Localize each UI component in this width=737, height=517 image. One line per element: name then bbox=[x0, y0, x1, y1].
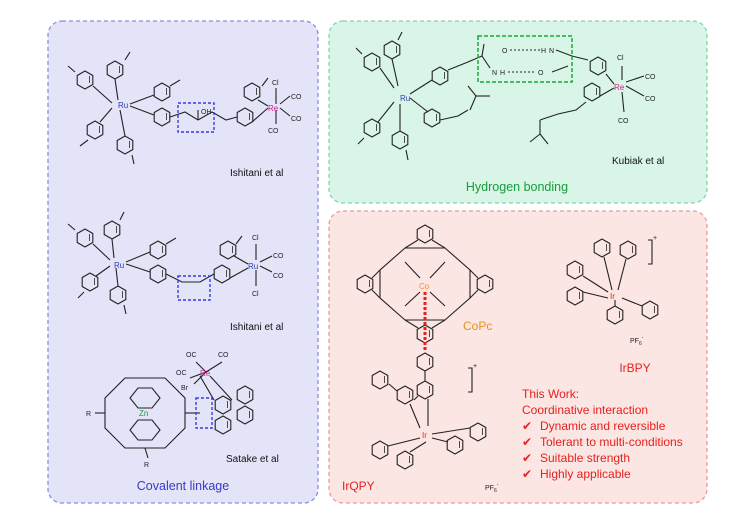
author-label-1: Ishitani et al bbox=[230, 168, 283, 179]
advantage-text: Suitable strength bbox=[540, 451, 630, 465]
ligand-co-1b: CO bbox=[291, 116, 302, 123]
check-icon: ✔ bbox=[522, 467, 532, 481]
metal-ru-2b: Ru bbox=[248, 262, 258, 271]
ligand-co-hb-a: CO bbox=[645, 74, 656, 81]
ligand-co-hb-c: CO bbox=[618, 118, 629, 125]
hbond-panel: Ru Re O H N N H O Cl CO CO CO Kubiak et … bbox=[328, 20, 708, 204]
ligand-co-2b: CO bbox=[273, 273, 284, 280]
zn-porphyrin-re-complex: Zn Re OC CO OC Br R R Satake et al bbox=[86, 352, 279, 469]
counterion-irqpy: PF6- bbox=[485, 482, 499, 494]
ligand-cl-hb: Cl bbox=[617, 55, 624, 62]
metal-ru-1: Ru bbox=[118, 101, 128, 110]
irqpy-label: IrQPY bbox=[342, 479, 375, 493]
advantage-text: Highly applicable bbox=[540, 467, 631, 481]
counterion-irbpy: PF6- bbox=[630, 335, 644, 347]
check-icon: ✔ bbox=[522, 435, 532, 449]
charge-irbpy: + bbox=[653, 235, 657, 242]
advantage-item: ✔ Dynamic and reversible bbox=[522, 419, 666, 433]
author-label-hb: Kubiak et al bbox=[612, 156, 664, 167]
metal-re-3: Re bbox=[200, 369, 211, 378]
this-work-subheading: Coordinative interaction bbox=[522, 403, 648, 417]
substituent-r-1: R bbox=[86, 411, 91, 418]
covalent-panel-title: Covalent linkage bbox=[137, 479, 229, 493]
advantage-item: ✔ Highly applicable bbox=[522, 467, 631, 481]
metal-ir-qpy: Ir bbox=[422, 431, 427, 440]
bridge-n-2: N bbox=[492, 70, 497, 77]
copc-molecule: Co CoPc bbox=[356, 224, 494, 344]
ligand-co-1a: CO bbox=[291, 94, 302, 101]
metal-re-hb: Re bbox=[614, 83, 625, 92]
ru-re-hbond-complex: Ru Re O H N N H O Cl CO CO CO Kubiak et … bbox=[355, 31, 664, 167]
this-work-summary: This Work: Coordinative interaction ✔ Dy… bbox=[522, 387, 683, 481]
check-icon: ✔ bbox=[522, 451, 532, 465]
advantage-text: Tolerant to multi-conditions bbox=[540, 435, 683, 449]
covalent-panel: Ru Re OH Cl CO CO CO Ishitani et al bbox=[47, 20, 319, 504]
irbpy-complex: Ir + PF6- IrBPY bbox=[566, 235, 659, 375]
this-work-heading: This Work: bbox=[522, 387, 579, 401]
bridge-o-1: O bbox=[502, 48, 508, 55]
author-label-3: Satake et al bbox=[226, 454, 279, 465]
substituent-r-2: R bbox=[144, 462, 149, 469]
ligand-co-1c: CO bbox=[268, 128, 279, 135]
bridge-h-1: H bbox=[541, 48, 546, 55]
ligand-cl-2b: Cl bbox=[252, 291, 259, 298]
linker-oh: OH bbox=[201, 109, 212, 116]
metal-ru-2a: Ru bbox=[114, 261, 124, 270]
metal-ru-hb: Ru bbox=[400, 94, 410, 103]
metal-ir-bpy: Ir bbox=[610, 292, 615, 301]
hbond-panel-title: Hydrogen bonding bbox=[466, 180, 568, 194]
metal-zn: Zn bbox=[139, 409, 148, 418]
coordinative-panel: Co CoPc Ir + PF6- bbox=[328, 210, 708, 504]
ligand-cl-2a: Cl bbox=[252, 235, 259, 242]
irbpy-label: IrBPY bbox=[619, 361, 650, 375]
bridge-o-2: O bbox=[538, 70, 544, 77]
check-icon: ✔ bbox=[522, 419, 532, 433]
metal-re-1: Re bbox=[268, 104, 279, 113]
metal-co: Co bbox=[419, 282, 430, 291]
ligand-br: Br bbox=[181, 385, 189, 392]
ligand-co-hb-b: CO bbox=[645, 96, 656, 103]
ligand-co-2a: CO bbox=[273, 253, 284, 260]
author-label-2: Ishitani et al bbox=[230, 322, 283, 333]
charge-irqpy: + bbox=[473, 363, 477, 370]
irqpy-complex: Ir + PF6- IrQPY bbox=[342, 352, 499, 494]
bridge-n-1: N bbox=[549, 48, 554, 55]
bridge-h-2: H bbox=[500, 70, 505, 77]
ligand-oc-3a: OC bbox=[186, 352, 197, 359]
ligand-co-3: CO bbox=[218, 352, 229, 359]
ligand-cl-1: Cl bbox=[272, 80, 279, 87]
copc-label: CoPc bbox=[463, 319, 492, 333]
advantage-text: Dynamic and reversible bbox=[540, 419, 666, 433]
advantage-item: ✔ Suitable strength bbox=[522, 451, 630, 465]
ru-re-oh-complex: Ru Re OH Cl CO CO CO Ishitani et al bbox=[67, 51, 302, 179]
advantage-item: ✔ Tolerant to multi-conditions bbox=[522, 435, 683, 449]
ru-ru-complex: Ru Ru Cl CO CO Cl Ishitani et al bbox=[67, 211, 284, 333]
ligand-oc-3b: OC bbox=[176, 370, 187, 377]
